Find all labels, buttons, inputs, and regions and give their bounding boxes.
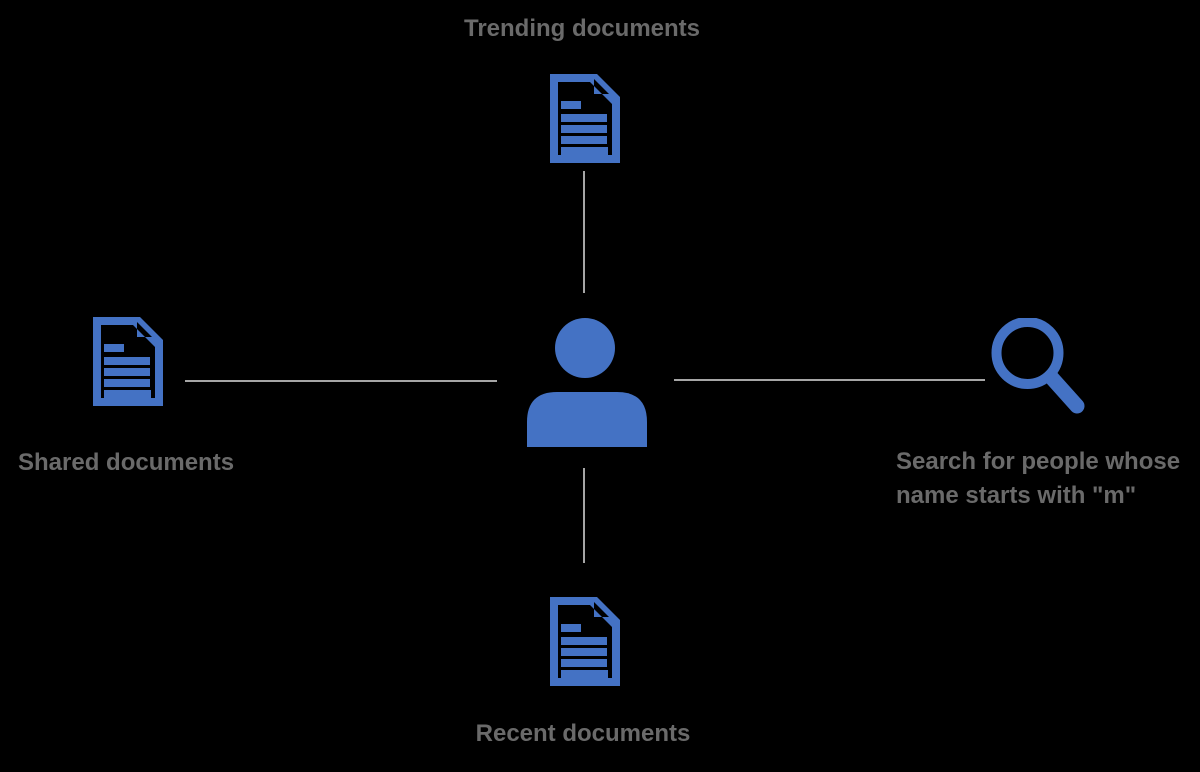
connector-line-bottom bbox=[583, 468, 585, 563]
connector-line-top bbox=[583, 171, 585, 293]
search-people-label: Search for people whose name starts with… bbox=[896, 448, 1181, 509]
document-icon bbox=[545, 593, 623, 690]
person-icon bbox=[527, 318, 647, 447]
shared-documents-label: Shared documents bbox=[18, 449, 235, 476]
recent-documents-label: Recent documents bbox=[475, 720, 691, 747]
connector-line-left bbox=[185, 380, 497, 382]
document-icon bbox=[88, 313, 166, 410]
document-icon bbox=[545, 70, 623, 167]
connector-line-right bbox=[674, 379, 985, 381]
search-icon bbox=[991, 318, 1093, 418]
trending-documents-label: Trending documents bbox=[463, 15, 700, 42]
